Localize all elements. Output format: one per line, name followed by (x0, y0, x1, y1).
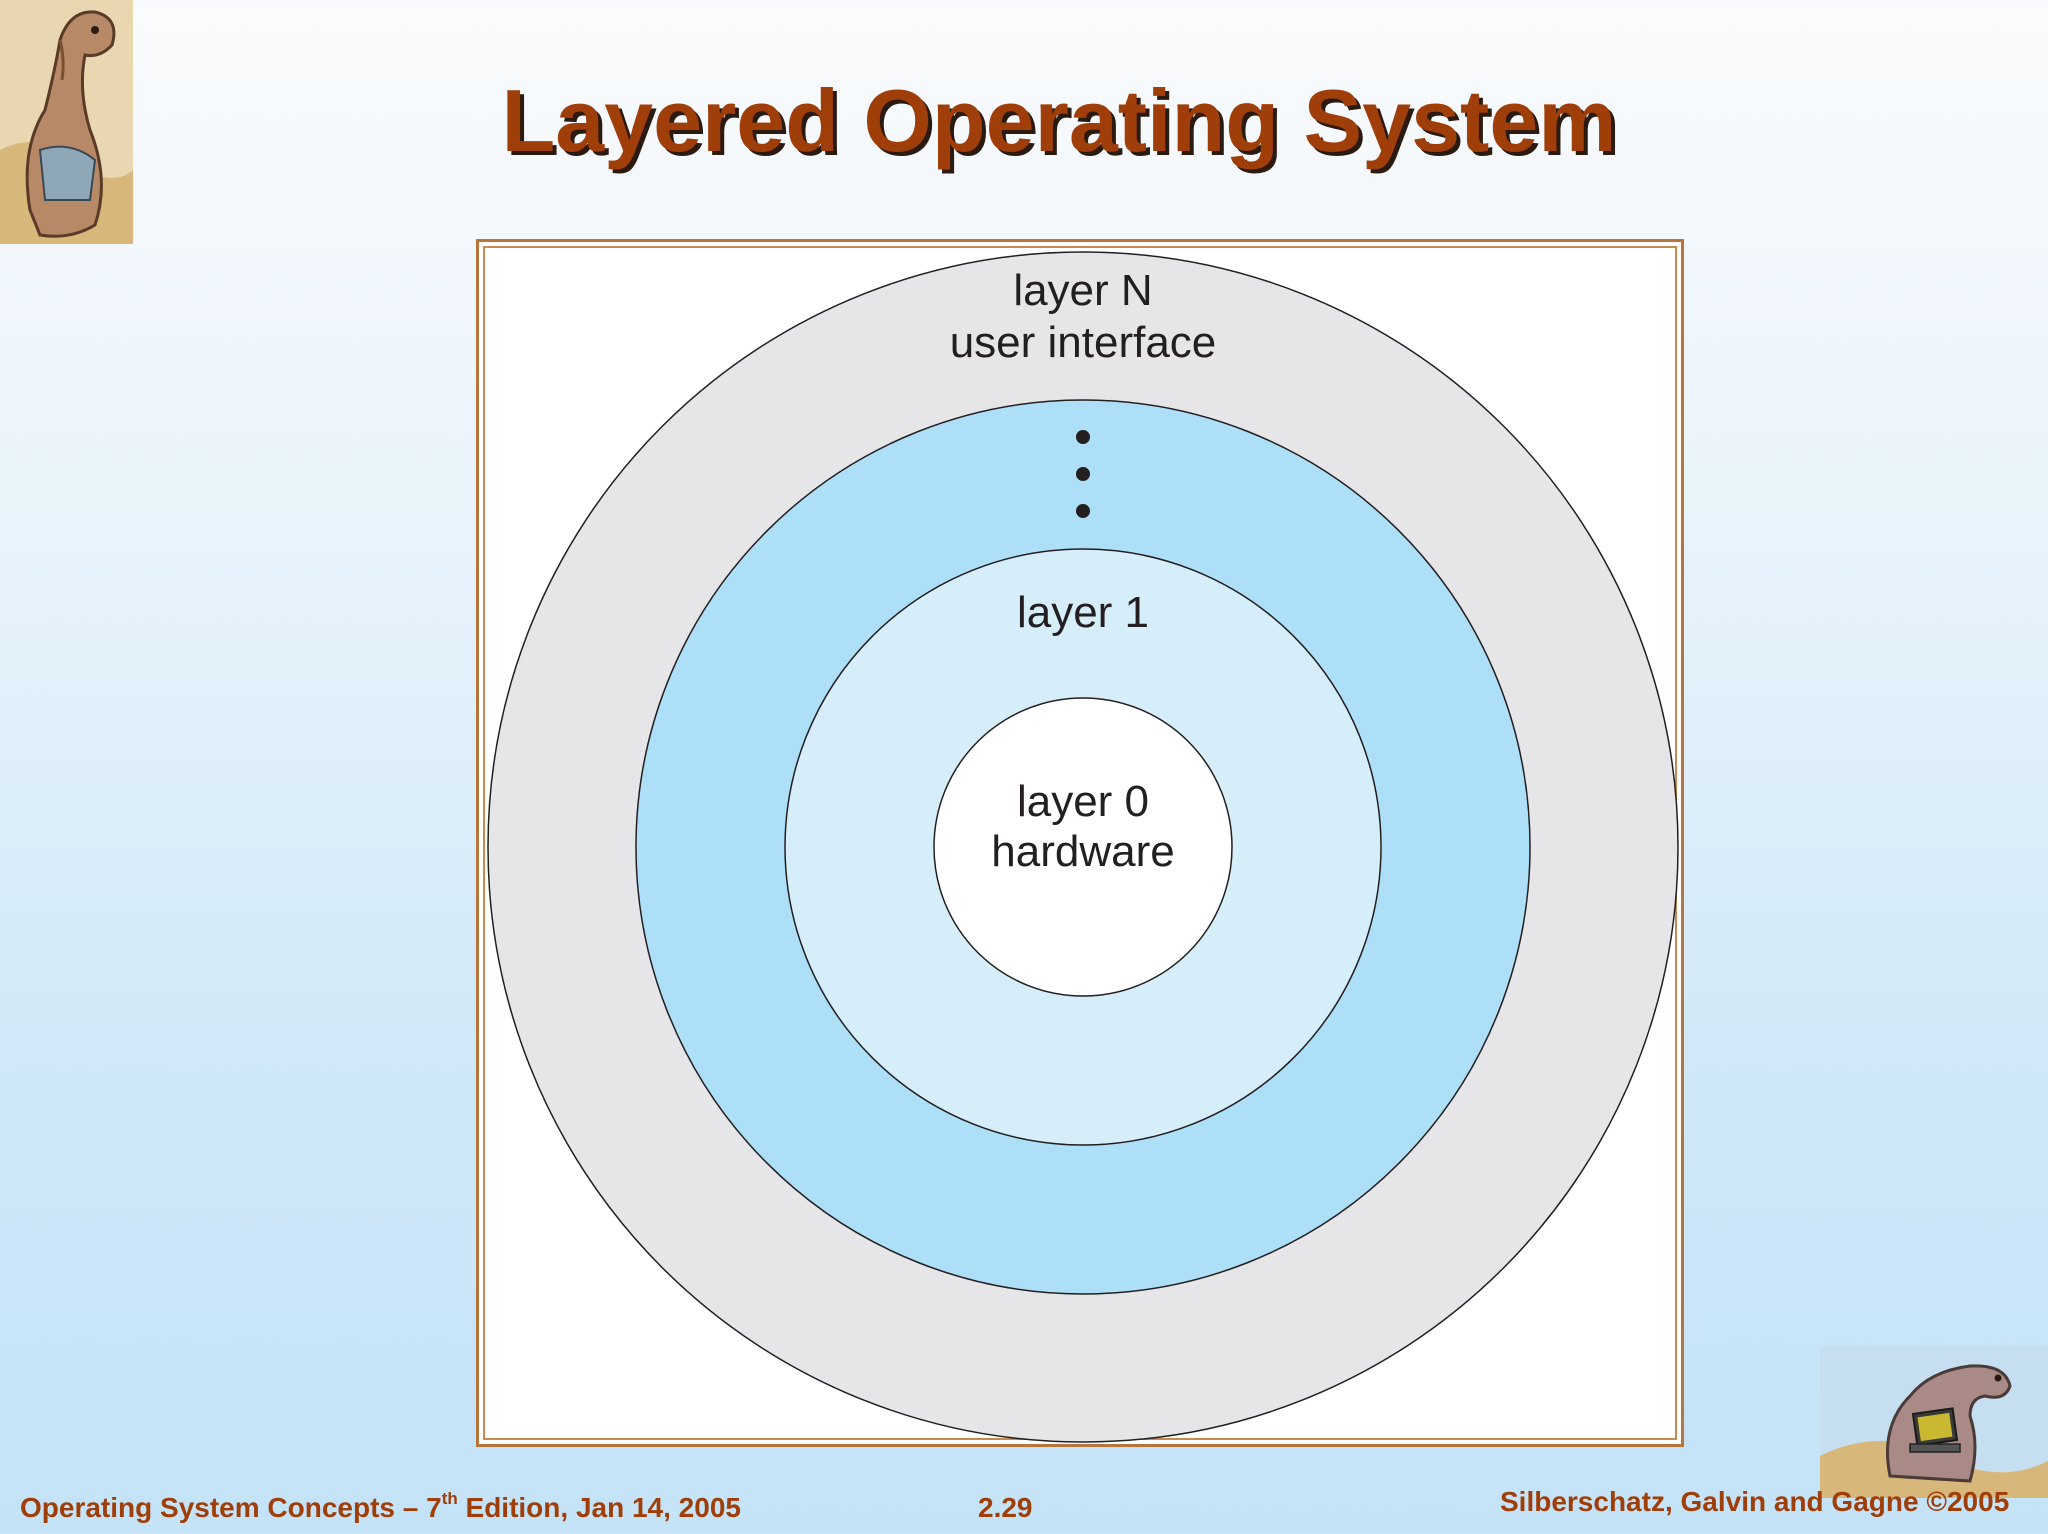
layer-n-label: layer N (1013, 266, 1152, 315)
footer-edition-superscript: th (441, 1489, 458, 1508)
footer-copyright: Silberschatz, Galvin and Gagne ©2005 (1500, 1486, 2010, 1517)
footer-book-title: Operating System Concepts – 7th Edition,… (20, 1489, 741, 1524)
footer-page-number: 2.29 (978, 1492, 1033, 1523)
ring-layer-0 (933, 697, 1233, 997)
layer-n-description: user interface (950, 318, 1217, 367)
ellipsis-dots-icon (1076, 430, 1090, 518)
dinosaur-reading-book-image (0, 0, 133, 244)
layer-1-label: layer 1 (1017, 588, 1149, 637)
diagram-frame: layer N user interface layer 1 layer 0 h… (476, 239, 1684, 1447)
footer-edition-text: Edition, Jan 14, 2005 (457, 1492, 741, 1523)
slide-title: Layered Operating System (501, 71, 1617, 170)
layer-rings-diagram: layer N user interface layer 1 layer 0 h… (487, 251, 1679, 1443)
footer-book-title-text: Operating System Concepts – 7 (20, 1492, 442, 1523)
layer-0-description: hardware (991, 827, 1174, 876)
dinosaur-with-laptop-image (1820, 1346, 2048, 1498)
layer-0-label: layer 0 (1017, 777, 1149, 826)
